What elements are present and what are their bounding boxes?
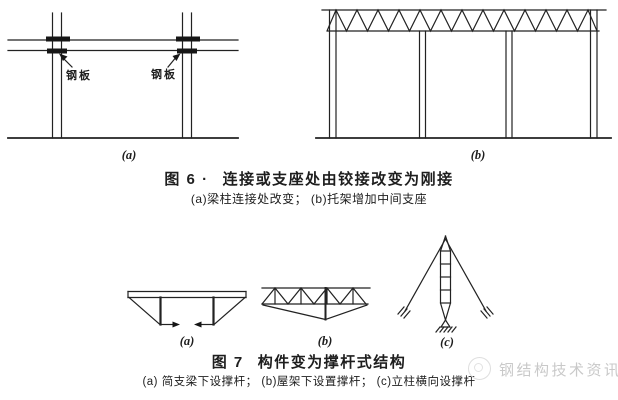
- fig7c-guyed-column-drawing: [397, 235, 494, 333]
- steel-plates: [46, 36, 200, 54]
- fig6-panel-a-label: (a): [121, 148, 137, 162]
- fig7-panel-b-label: (b): [317, 334, 333, 348]
- fig6-caption: 图 6 · 连接或支座处由铰接改变为刚接: [0, 168, 618, 189]
- fig7b-strutted-truss-drawing: [261, 287, 371, 321]
- fig6-subcaption: (a)梁柱连接处改变； (b)托架增加中间支座: [190, 192, 428, 206]
- fig6a-frame-drawing: [7, 12, 239, 139]
- fig7-panel-a-label: (a): [179, 334, 195, 348]
- watermark-text: 钢结构技术资讯: [499, 362, 618, 379]
- force-arrows: [160, 321, 214, 328]
- ground-hatch: [435, 326, 457, 333]
- right-anchor-hatch: [480, 306, 494, 319]
- fig7-caption: 图 7 构件变为撑杆式结构: [0, 351, 618, 372]
- fig7-panel-c-label: (c): [440, 335, 454, 349]
- watermark-logo-icon: [468, 357, 491, 380]
- fig7-subcaption: (a) 简支梁下设撑杆； (b)屋架下设置撑杆； (c)立柱横向设撑杆: [142, 376, 476, 388]
- fig6b-truss-drawing: [315, 8, 612, 139]
- fig6-panel-b-label: (b): [470, 148, 486, 162]
- watermark-logo-inner-ring: [474, 363, 483, 372]
- fig7a-strutted-beam-drawing: [127, 290, 247, 328]
- fig6-title: 连接或支座处由铰接改变为刚接: [222, 171, 454, 188]
- left-anchor-hatch: [397, 306, 411, 319]
- steel-plate-label-left: 钢板: [66, 70, 92, 82]
- steel-plate-label-right: 钢板: [151, 69, 177, 81]
- fig7-title: 构件变为撑杆式结构: [257, 354, 407, 371]
- fig6-number: 图 6 ·: [164, 171, 209, 188]
- fig7-number: 图 7: [211, 354, 244, 371]
- steel-plate-pointer-arrows: [59, 53, 181, 68]
